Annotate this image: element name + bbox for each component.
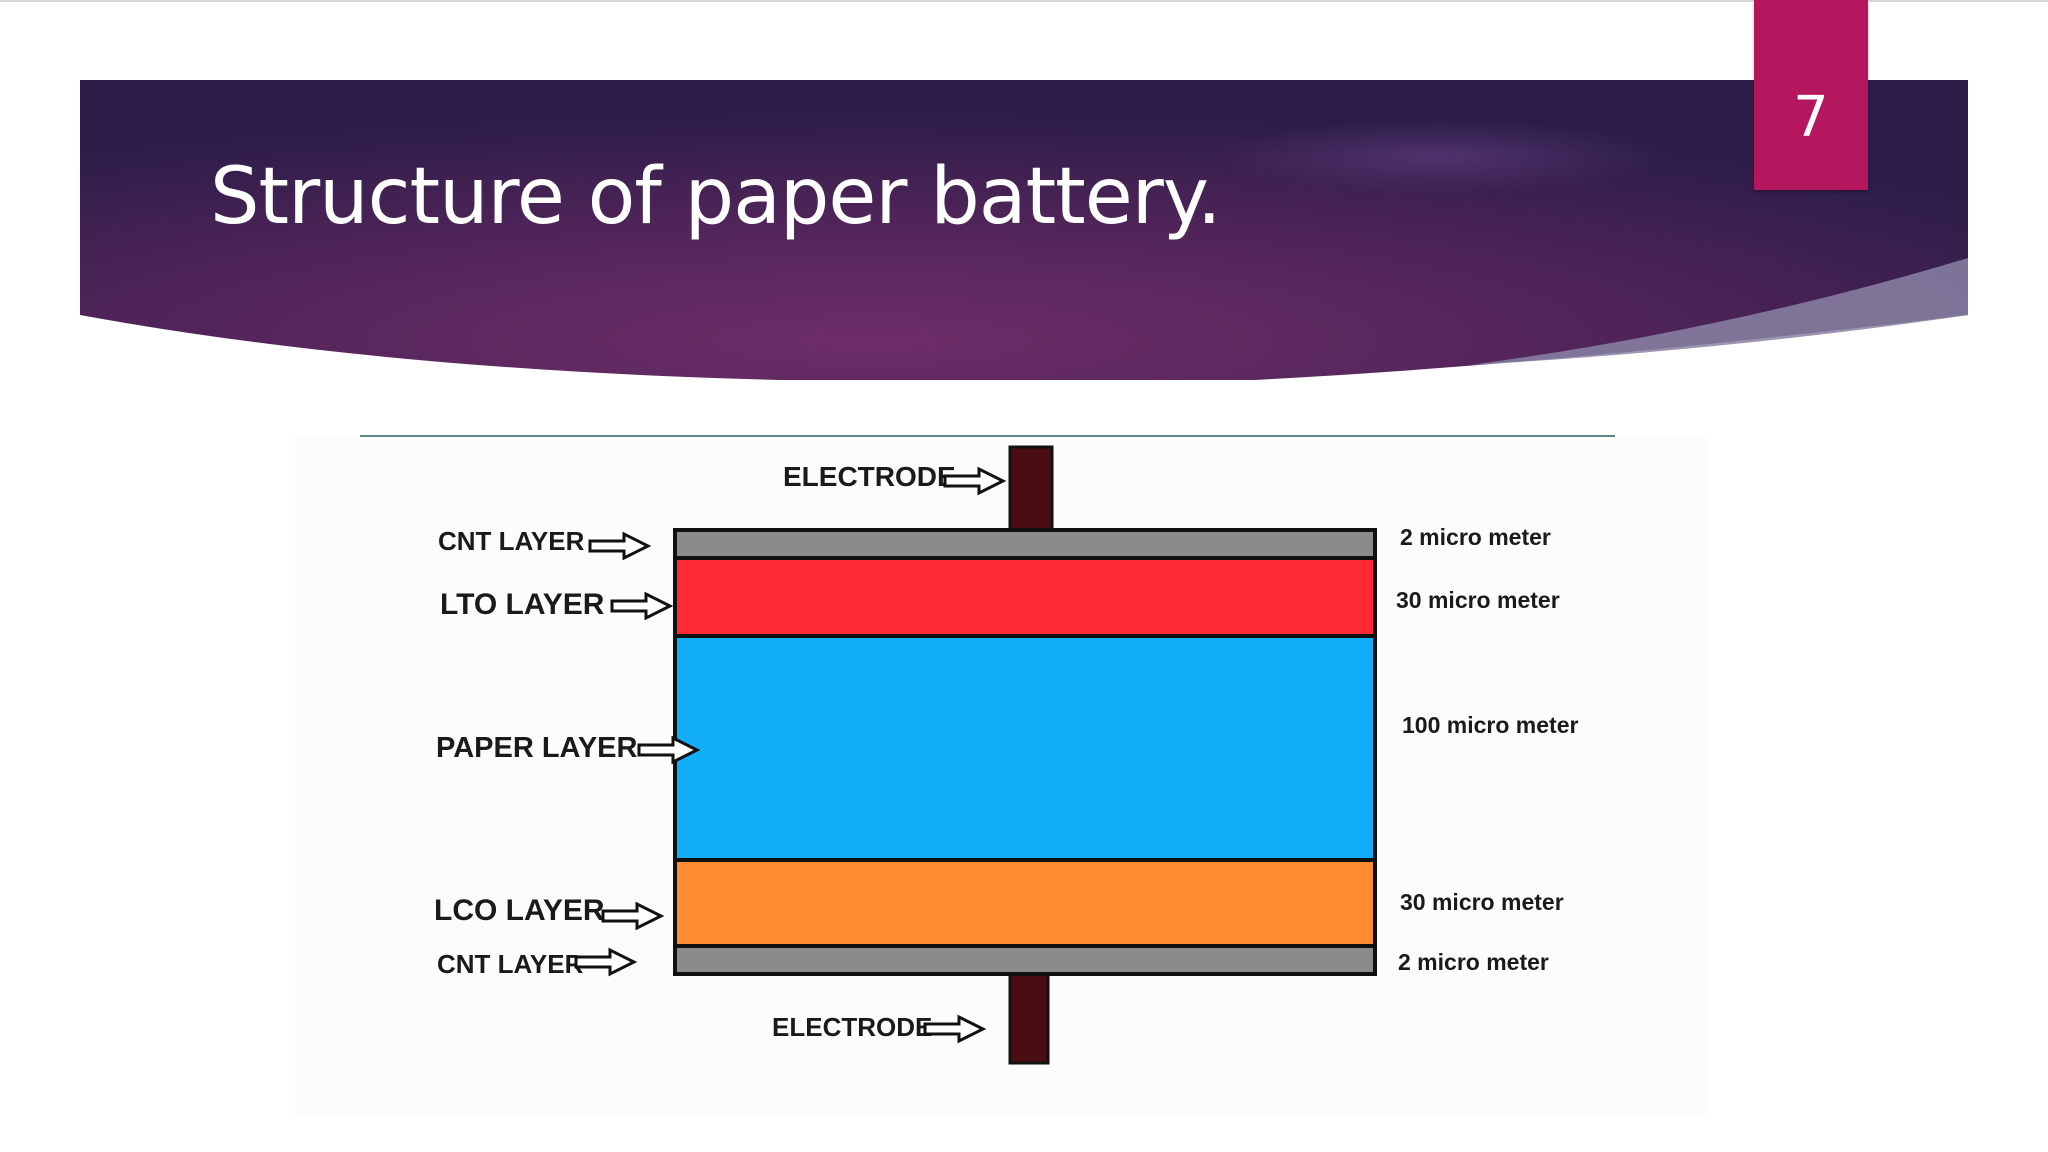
electrode-top [1008, 445, 1054, 533]
electrode-bottom [1008, 971, 1050, 1065]
cnt-layer-top-label: CNT LAYER [438, 526, 585, 556]
arrow-right-icon [574, 948, 636, 976]
page-number: 7 [1793, 85, 1829, 150]
title-banner [80, 80, 1968, 380]
lco-layer-label: LCO LAYER [434, 894, 605, 927]
electrode-top-label: ELECTRODE [783, 461, 956, 492]
paper-thickness: 100 micro meter [1402, 712, 1578, 738]
lto-layer [673, 556, 1377, 638]
lco-thickness: 30 micro meter [1400, 889, 1564, 915]
arrow-right-icon [588, 532, 650, 560]
cnt-layer-top [673, 528, 1377, 560]
figure-top-rule [360, 435, 1615, 437]
lto-layer-label: LTO LAYER [440, 588, 605, 621]
cnt-top-thickness: 2 micro meter [1400, 524, 1551, 550]
paper-layer-label: PAPER LAYER [436, 732, 637, 764]
electrode-bottom-label: ELECTRODE [772, 1012, 932, 1042]
arrow-right-icon [601, 902, 663, 930]
arrow-right-icon [923, 1015, 985, 1043]
lco-layer [673, 858, 1377, 948]
cnt-layer-bottom [673, 944, 1377, 976]
top-border-line [0, 0, 2048, 2]
arrow-right-icon [610, 592, 672, 620]
page-number-tab: 7 [1754, 0, 1868, 190]
paper-layer [673, 634, 1377, 862]
slide-title: Structure of paper battery. [210, 152, 1222, 242]
lto-thickness: 30 micro meter [1396, 587, 1560, 613]
cnt-bottom-thickness: 2 micro meter [1398, 949, 1549, 975]
cnt-layer-bottom-label: CNT LAYER [437, 949, 584, 979]
